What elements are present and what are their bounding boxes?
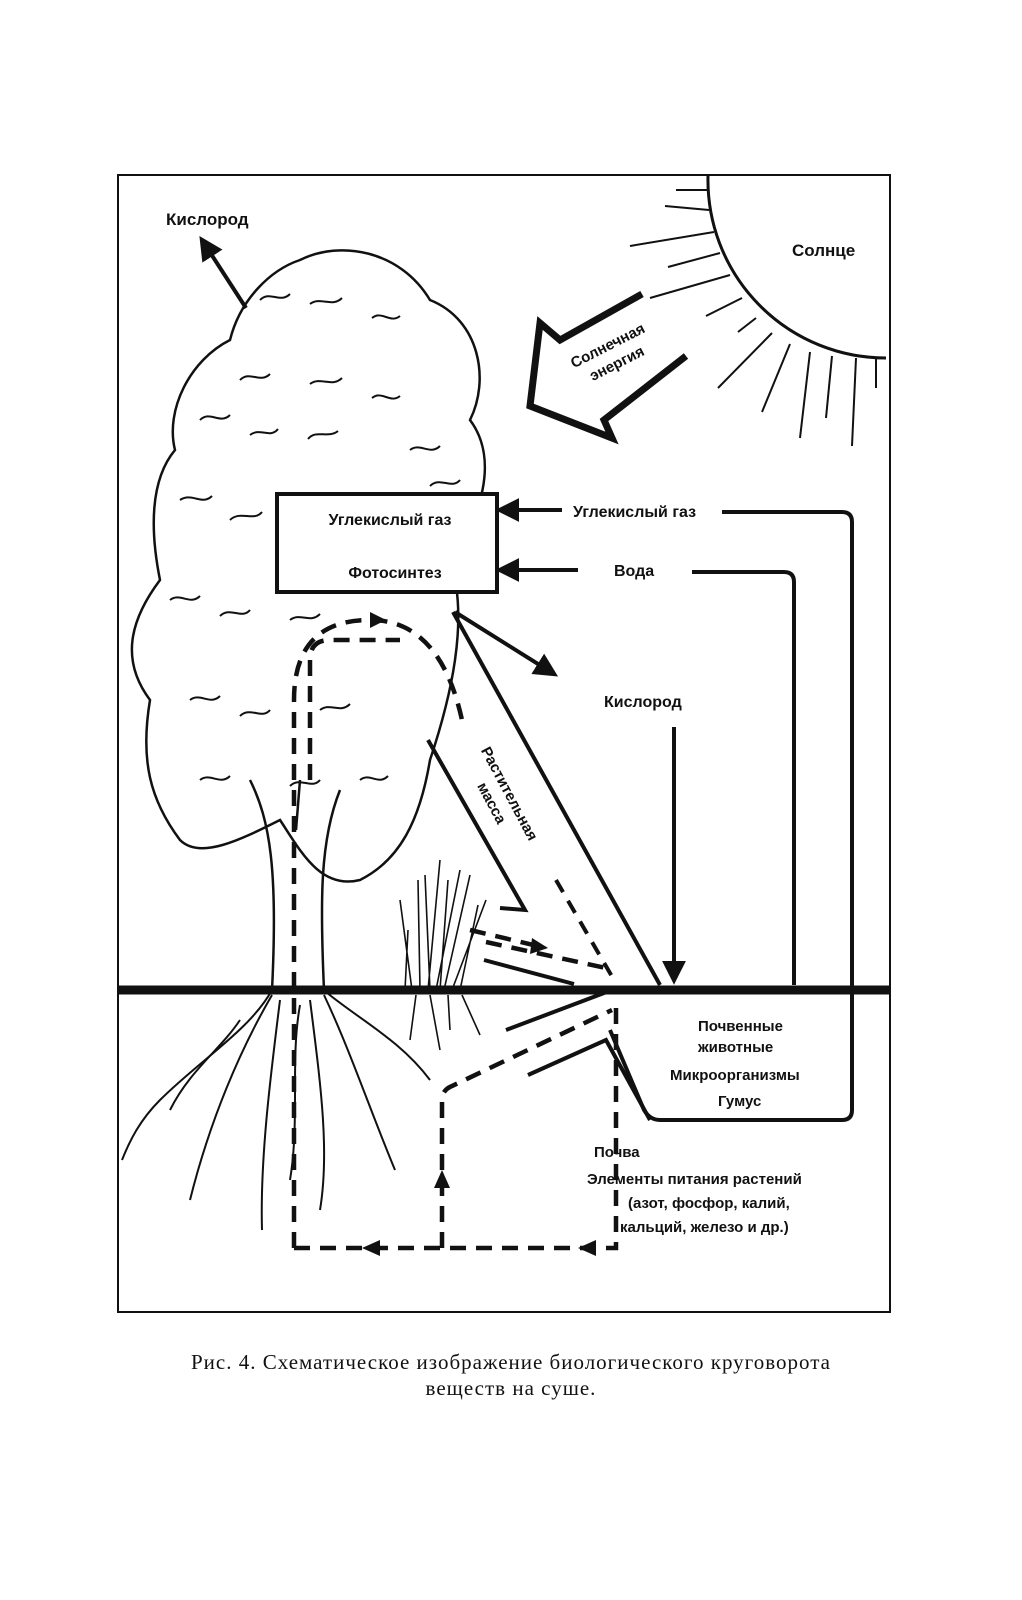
sun-label: Солнце [792, 241, 855, 260]
plant-mass-arrow [426, 611, 662, 1121]
tree-trunk [248, 779, 342, 991]
oxygen-top-arrow [199, 235, 248, 310]
nutrients-label-1: Элементы питания растений [587, 1171, 802, 1188]
solar-energy-arrow [526, 290, 689, 445]
tree-roots [121, 989, 431, 1231]
grass [399, 859, 487, 1051]
oxygen-top-label: Кислород [166, 210, 249, 229]
oxygen-mid-label: Кислород [604, 694, 682, 711]
soil-animals-label-1: Почвенные [698, 1018, 783, 1035]
nutrients-label-3: кальций, железо и др.) [620, 1219, 789, 1236]
nutrients-label-2: (азот, фосфор, калий, [628, 1195, 790, 1212]
oxygen-mid-arrow [453, 610, 559, 677]
water-arrow [495, 558, 796, 985]
humus-label: Гумус [718, 1093, 761, 1110]
sun-icon [629, 175, 887, 447]
soil-label: Почва [594, 1144, 640, 1161]
nutrient-cycle-arrowheads [362, 612, 596, 1256]
photosynthesis-label: Фотосинтез [348, 565, 441, 582]
caption-line-1: Рис. 4. Схематическое изображение биолог… [190, 1350, 832, 1374]
water-label: Вода [614, 563, 654, 580]
microorganisms-label: Микроорганизмы [670, 1067, 800, 1084]
nutrient-cycle-dashed [291, 617, 619, 1251]
figure-frame [117, 174, 891, 1313]
photosynthesis-box [275, 492, 499, 594]
soil-animals-label-2: животные [697, 1039, 773, 1056]
co2-box-label: Углекислый газ [328, 512, 451, 529]
caption-line-2: веществ на суше. [425, 1376, 597, 1400]
co2-right-label: Углекислый газ [573, 504, 696, 521]
